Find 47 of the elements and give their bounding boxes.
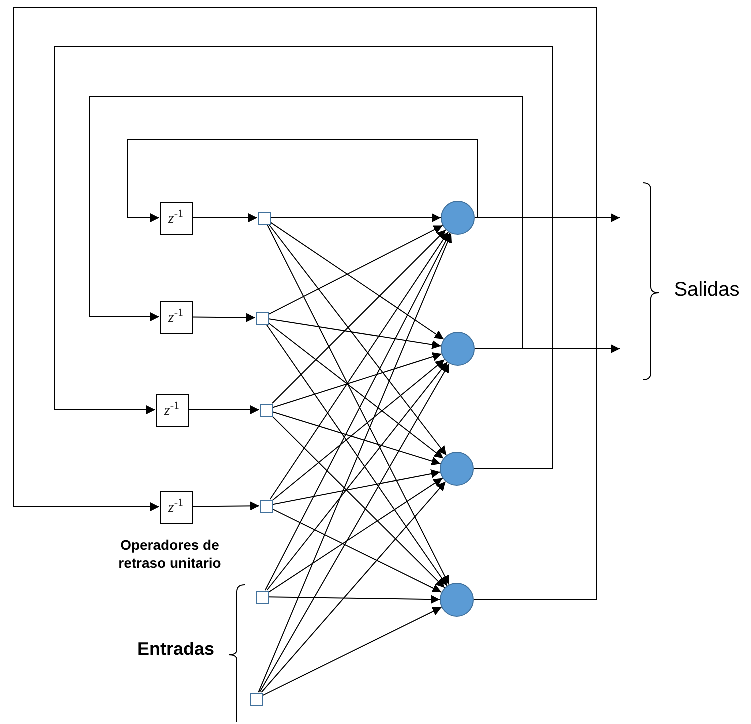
delay-box: z$^{-1}$ [160, 490, 192, 524]
input-square [250, 692, 262, 706]
arrow [266, 362, 448, 591]
delay-box: z$^{-1}$ [160, 300, 192, 334]
arrow [270, 214, 442, 222]
delay-box: z$^{-1}$ [156, 394, 188, 426]
input-square [260, 500, 272, 512]
neuron-circle [441, 332, 475, 366]
arrow [262, 607, 442, 696]
label-text: Operadores de retraso unitario [118, 536, 222, 572]
arrow [268, 318, 442, 350]
label-text: Entradas [136, 638, 216, 661]
arrow [270, 232, 450, 500]
arrow [259, 363, 450, 693]
label-text: Salidas [673, 278, 741, 303]
arrow [272, 416, 446, 588]
arrow [268, 595, 440, 604]
arrow [272, 359, 446, 502]
arrow [272, 508, 442, 593]
arrow [192, 502, 260, 511]
input-square [256, 312, 268, 324]
delay-box: z$^{-1}$ [160, 202, 192, 234]
arrow [268, 225, 444, 316]
arrow [192, 214, 258, 222]
arrow [90, 96, 524, 350]
arrow [258, 233, 452, 693]
input-square [256, 590, 268, 604]
arrow [272, 352, 442, 408]
arrow [268, 224, 448, 456]
arrow [268, 478, 444, 594]
arrow [128, 140, 478, 222]
arrow [54, 46, 554, 470]
neuron-circle [440, 583, 474, 617]
arrow [272, 230, 446, 404]
neuron-circle [440, 452, 474, 486]
arrow [192, 313, 256, 322]
arrow [14, 8, 598, 600]
arrow [266, 324, 448, 586]
arrow [270, 222, 444, 340]
arrow [268, 322, 444, 460]
input-square [260, 404, 272, 416]
arrow [272, 412, 442, 466]
arrow [261, 481, 446, 693]
arrow [272, 470, 441, 506]
arrow [188, 406, 260, 414]
neuron-circle [441, 201, 475, 235]
input-square [258, 212, 270, 224]
